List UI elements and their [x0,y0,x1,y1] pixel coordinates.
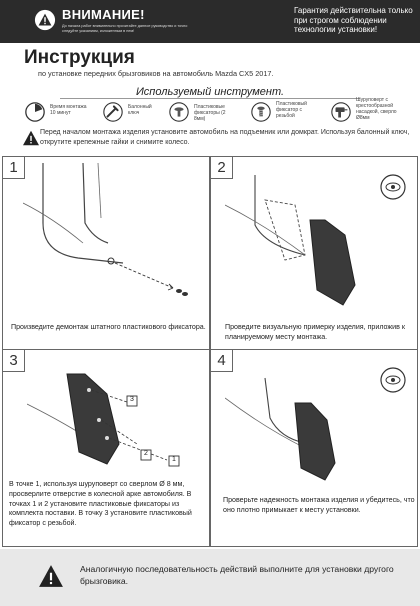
step-panel-1: 1 Произведите демонтаж штатного пластико… [2,156,210,350]
clock-icon [25,102,45,122]
guarantee-text: Гарантия действительна только при строго… [294,6,413,34]
header-bar: ВНИМАНИЕ! До начала работ внимательно пр… [0,0,420,43]
warning-icon [34,9,56,31]
step-number: 4 [211,350,233,372]
step-number: 2 [211,157,233,179]
footer-note: Аналогичную последовательность действий … [0,549,420,606]
step-panel-4: 4 Проверьте надежность монтажа изделия и… [210,349,418,547]
step-4-illustration [225,367,406,481]
page-title: Инструкция [24,47,135,68]
step-number: 1 [3,157,25,179]
step-3-illustration [27,373,180,467]
warning-title: ВНИМАНИЕ! [62,7,145,22]
step-1-illustration [23,163,188,296]
tools-heading: Используемый инструмент. [135,86,285,98]
tool-label-wrench: Балонный ключ [128,104,152,116]
marker-3: 3 [130,396,134,403]
plastic-clip-icon [169,102,189,122]
step-number: 3 [3,350,25,372]
step-panel-2: 2 Проведите визуальную примерку изделия,… [210,156,418,350]
marker-1: 1 [172,456,176,463]
tools-divider [60,98,360,99]
preparation-notice: Перед началом монтажа изделия установите… [40,129,410,146]
screw-clip-icon [251,102,271,122]
step-text: Проверьте надежность монтажа изделия и у… [223,496,415,514]
marker-2: 2 [144,450,148,457]
tool-label-screw-clip: Пластиковый фиксатор с резьбой [276,101,307,119]
footer-note-text: Аналогичную последовательность действий … [80,564,394,586]
warning-subtext: До начала работ внимательно прочитайте д… [62,24,188,33]
step-panel-3: 3 3 2 1 В точке 1, используя шуруповерт … [2,349,210,547]
drill-icon [331,102,351,122]
step-2-illustration [225,174,406,306]
step-text: Проведите визуальную примерку изделия, п… [225,323,405,341]
page-subtitle: по установке передних брызговиков на авт… [38,69,274,78]
warning-icon [39,565,63,587]
wrench-icon [103,102,123,122]
tool-label-clips: Пластиковые фиксаторы (2 8мм) [194,104,226,122]
warning-icon [23,130,39,146]
tool-label-drill: Шуруповерт с крестообразной насадкой, св… [356,97,397,121]
tool-label-time: Время монтажа 10 минут [50,104,87,116]
step-text: В точке 1, используя шуруповерт со сверл… [9,480,192,528]
step-text: Произведите демонтаж штатного пластиково… [11,323,206,331]
